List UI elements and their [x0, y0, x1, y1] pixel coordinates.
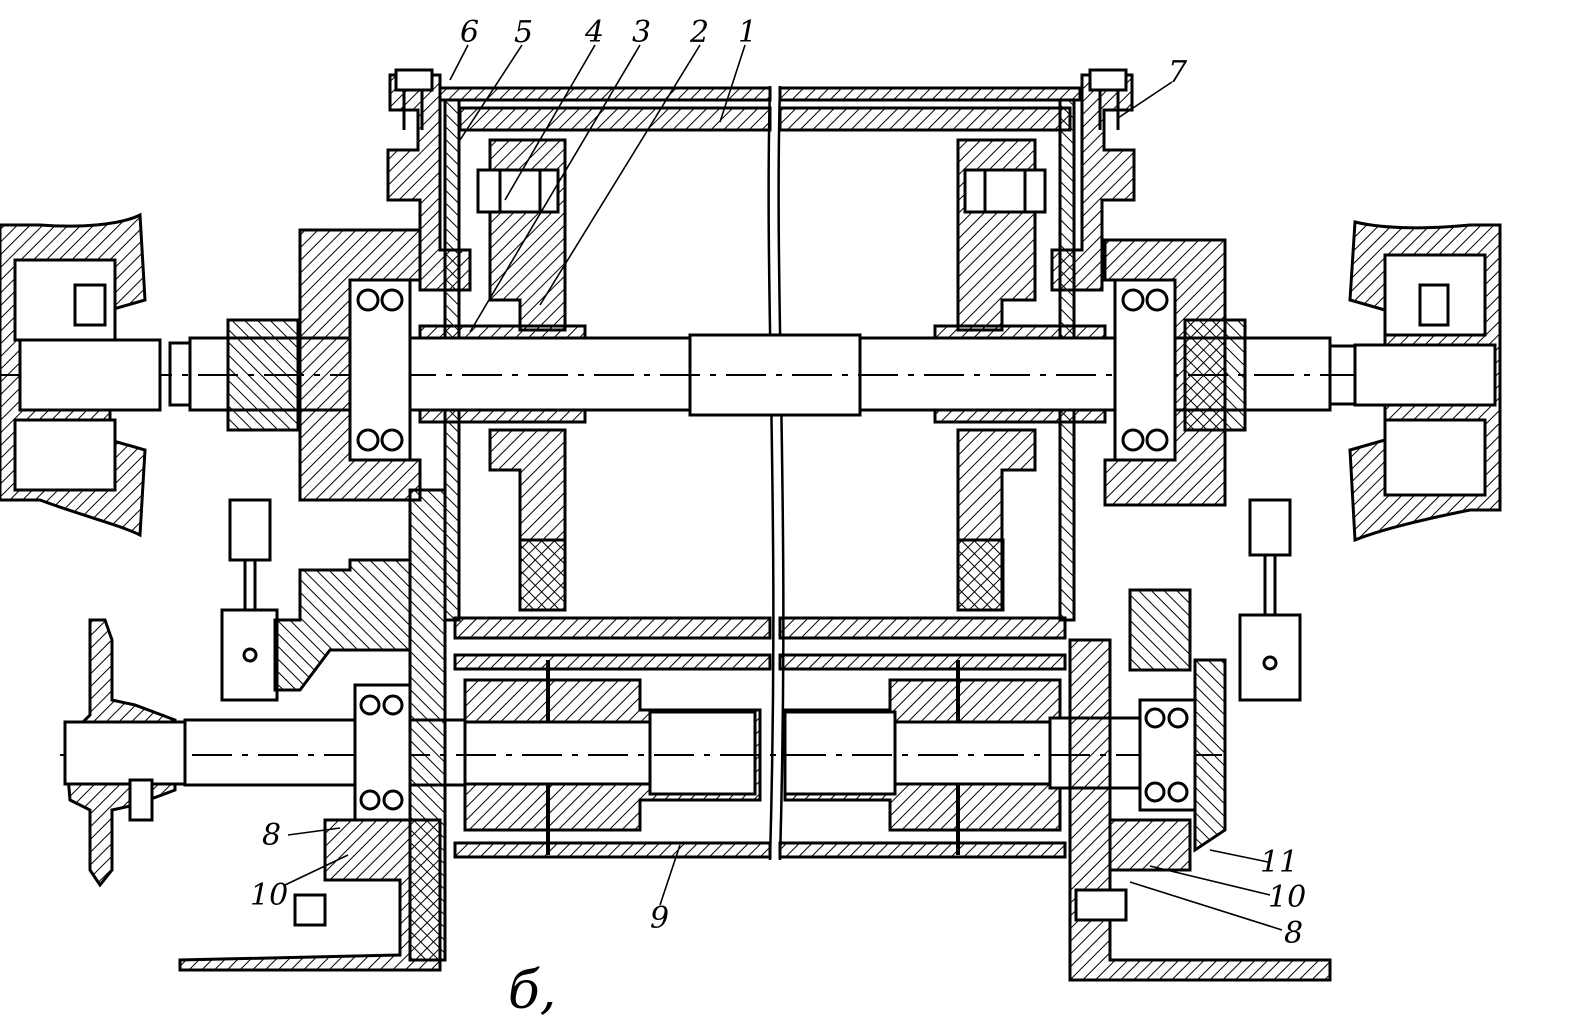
callout-1: 1: [738, 15, 757, 50]
leader-lines: [284, 44, 1283, 931]
callout-3: 3: [632, 15, 651, 50]
callout-9: 9: [650, 901, 669, 936]
right-linkage: [1128, 498, 1302, 702]
upper-left-bearing: [226, 228, 422, 502]
callout-10-left: 10: [250, 878, 288, 913]
callout-8-right: 8: [1284, 916, 1303, 951]
callout-6: 6: [460, 15, 479, 50]
lower-shaft: [60, 710, 1230, 796]
figure-mark: б,: [508, 961, 556, 1021]
callout-7: 7: [1168, 55, 1188, 90]
callout-2: 2: [689, 15, 709, 50]
right-wheel: [1348, 220, 1502, 543]
lower-right-bearing: [1068, 638, 1332, 982]
lower-left-bearing: [178, 488, 447, 972]
callout-11-right: 11: [1260, 845, 1298, 880]
callout-4: 4: [584, 15, 604, 50]
left-sprocket: [63, 618, 187, 888]
left-linkage: [220, 498, 412, 702]
callout-8-left: 8: [262, 818, 281, 853]
upper-shaft: [0, 324, 1500, 424]
left-wheel: [0, 212, 162, 538]
upper-right-bearing: [1103, 238, 1247, 507]
right-hub-gear: [956, 138, 1047, 612]
callout-5: 5: [514, 15, 533, 50]
callout-10-right: 10: [1268, 880, 1306, 915]
